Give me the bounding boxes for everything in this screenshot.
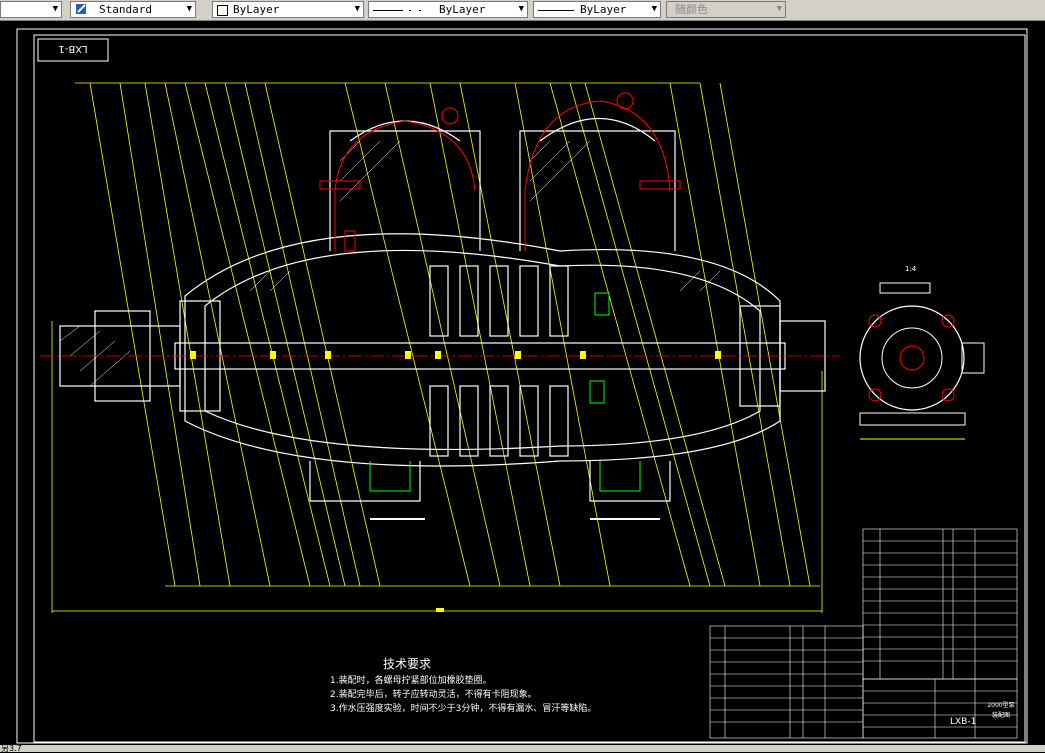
text-style-label: Standard — [99, 3, 152, 16]
leader-lines — [51, 82, 823, 613]
prev-dropdown[interactable]: ▼ — [0, 1, 62, 18]
lineweight-preview-icon — [538, 10, 574, 11]
requirement-line-2: 2.装配完毕后，转子应转动灵活，不得有卡阻现象。 — [330, 690, 537, 700]
frame-code-box — [37, 38, 109, 62]
chevron-down-icon: ▼ — [518, 4, 524, 14]
layer-dropdown[interactable]: ByLayer ▼ — [212, 1, 364, 18]
requirements-title: 技术要求 — [383, 657, 432, 671]
frame-code-text: LXB-1 — [58, 43, 87, 54]
text-style-icon — [76, 4, 86, 14]
layer-label: ByLayer — [233, 3, 280, 16]
chevron-down-icon: ▼ — [52, 4, 58, 14]
dimension-marker — [436, 608, 444, 612]
plot-style-label: 随颜色 — [675, 3, 708, 16]
chevron-down-icon: ▼ — [651, 4, 657, 14]
dimension-line-right — [590, 518, 660, 520]
chevron-down-icon: ▼ — [186, 4, 192, 14]
pump-casing — [59, 117, 826, 502]
green-detail-lines — [369, 292, 641, 492]
requirement-line-3: 3.作水压强度实验，时间不少于3分钟，不得有漏水、冒汗等缺陷。 — [330, 704, 597, 714]
side-view-scale: 1:4 — [905, 265, 917, 273]
linetype-preview-icon — [373, 10, 403, 11]
title-block-name: 装配图 — [991, 712, 1010, 719]
plot-style-dropdown[interactable]: 随颜色 ▼ — [666, 1, 786, 18]
chevron-down-icon: ▼ — [776, 4, 782, 14]
shaft-markers — [190, 351, 721, 359]
red-detail-lines — [319, 92, 681, 252]
lineweight-dropdown[interactable]: ByLayer ▼ — [533, 1, 661, 18]
linetype-dropdown[interactable]: ByLayer ▼ — [368, 1, 528, 18]
inner-frame — [33, 34, 1026, 743]
color-swatch-icon — [217, 5, 228, 16]
chevron-down-icon: ▼ — [354, 4, 360, 14]
section-hatching — [59, 140, 721, 387]
properties-toolbar: ▼ Standard ▼ ByLayer ▼ ByLayer ▼ ByLayer… — [0, 0, 1045, 21]
text-style-dropdown[interactable]: Standard ▼ — [70, 1, 196, 18]
side-view: 1:4 — [859, 265, 985, 440]
title-block-code: LXB-1 — [950, 717, 977, 727]
requirement-line-1: 1.装配时，各螺母拧紧部位加橡胶垫圈。 — [330, 676, 492, 686]
parts-list-table — [709, 528, 1018, 739]
title-block-subtitle: 2000型泵 — [987, 702, 1015, 709]
drawing-canvas[interactable]: LXB-1 — [0, 21, 1045, 745]
lineweight-label: ByLayer — [580, 3, 627, 16]
linetype-label: ByLayer — [439, 3, 486, 16]
status-bar: 另3.7 — [0, 744, 1045, 753]
status-text: 另3.7 — [1, 744, 22, 753]
outer-frame — [16, 28, 1028, 744]
dimension-line-left — [370, 518, 425, 520]
